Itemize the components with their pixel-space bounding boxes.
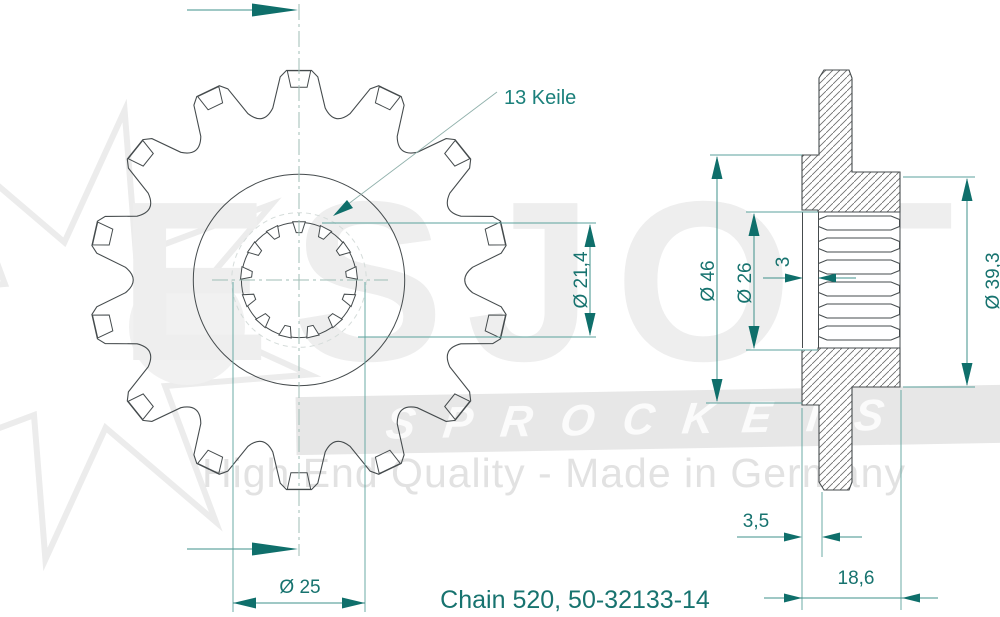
dim-hub-od: Ø 46 — [698, 154, 802, 404]
spline-bands — [818, 215, 900, 341]
dim-spline-od-label: Ø 25 — [279, 577, 320, 598]
spline-teeth — [239, 221, 359, 339]
section-upper-body — [801, 69, 901, 213]
dim-seat-od-label: Ø 39,3 — [983, 252, 1000, 309]
sprocket-outline — [91, 69, 507, 491]
spline-callout-label: 13 Keile — [504, 87, 576, 109]
dim-offset-label: 3 — [773, 257, 794, 268]
spline-od-reference-circle — [231, 212, 367, 348]
spline-bore-edges — [802, 212, 901, 348]
dim-spline-bore-label: Ø 26 — [735, 262, 756, 303]
dim-flange-thickness: 3,5 — [737, 408, 862, 610]
front-view — [91, 4, 507, 556]
watermark-blob — [129, 269, 245, 385]
spline-callout-arrowhead — [333, 200, 353, 216]
section-arrow-top — [252, 3, 298, 17]
dim-spline-od: Ø 25 — [232, 282, 366, 612]
dim-width-label: 18,6 — [838, 568, 875, 589]
dim-bore-label: Ø 21,4 — [571, 251, 592, 308]
tooth-chamfers — [91, 70, 507, 490]
spline-callout: 13 Keile — [333, 87, 576, 216]
dim-spline-bore: Ø 26 — [735, 211, 818, 351]
dim-hub-od-label: Ø 46 — [698, 260, 719, 301]
dim-total-width: 18,6 — [764, 390, 938, 610]
part-caption: Chain 520, 50-32133-14 — [440, 586, 710, 614]
section-lower-body — [801, 347, 901, 491]
section-arrow-bottom — [252, 542, 298, 556]
watermark-tagline: High End Quality - Made in Germany — [202, 450, 906, 496]
dim-flange-label: 3,5 — [743, 511, 769, 532]
dim-seat-od: Ø 39,3 — [903, 176, 1000, 388]
section-view — [801, 69, 901, 491]
section-plane-arrows — [187, 3, 298, 556]
dim-bore-diameter: Ø 21,4 — [322, 222, 596, 338]
dim-offset: 3 — [763, 257, 856, 283]
